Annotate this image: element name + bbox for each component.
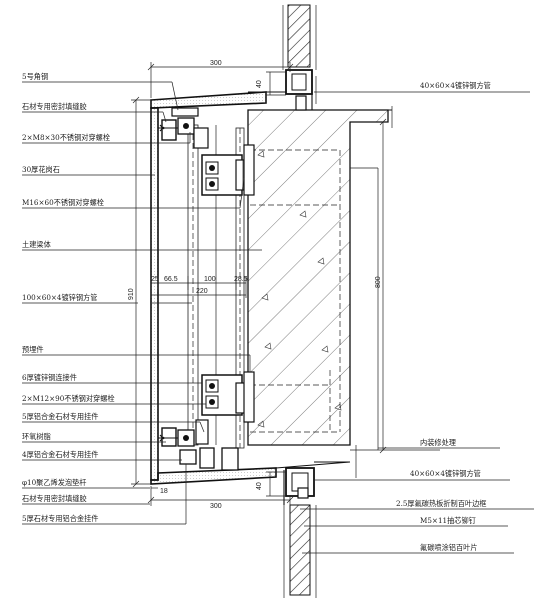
louvre-frames <box>275 69 351 505</box>
label-embedded-part: 预埋件 <box>22 345 44 354</box>
dim-beam-height: 800 <box>375 276 382 288</box>
dim-total-height: 910 <box>128 288 135 300</box>
building-wall <box>282 4 317 598</box>
dim-bottom-small: 40 <box>256 482 263 490</box>
label-hanger-5mm: 5厚铝合金石材专用挂件 <box>22 412 98 421</box>
brackets-and-bolts <box>158 107 255 471</box>
label-tube-40x60-bottom: 40×60×4镀锌钢方管 <box>410 469 481 478</box>
dim-bottom-gap: 18 <box>160 488 168 495</box>
dim-bottom-width: 300 <box>210 503 222 510</box>
label-m16-bolt: M16×60不锈钢对穿螺栓 <box>22 198 104 207</box>
concrete-beam <box>247 106 440 478</box>
label-interior-finish: 内装修处理 <box>420 438 456 447</box>
dim-top-width: 300 <box>210 60 222 67</box>
dimension-lines <box>131 62 387 506</box>
label-rivet: M5×11抽芯铆钉 <box>420 516 476 525</box>
label-tube-40x60-top: 40×60×4镀锌钢方管 <box>420 81 491 90</box>
dim-top-small: 40 <box>256 80 263 88</box>
label-m12-bolt: 2×M12×90不锈钢对穿螺栓 <box>22 394 115 403</box>
label-steel-connector: 6厚镀锌钢连接件 <box>22 373 77 382</box>
dim-seg-4: 28.5 <box>234 276 248 283</box>
label-granite: 30厚花岗石 <box>22 165 60 174</box>
dim-seg-total: 220 <box>196 288 208 295</box>
dimension-texts: 300 40 910 800 25 66.5 100 28.5 220 300 … <box>128 60 382 510</box>
label-epoxy: 环氧树脂 <box>22 432 51 441</box>
label-beam: 土建梁体 <box>22 240 51 249</box>
label-m8-bolt: 2×M8×30不锈钢对穿螺栓 <box>22 133 110 142</box>
label-hanger-4mm: 4厚铝合金石材专用挂件 <box>22 450 98 459</box>
label-foam-rod: φ10聚乙烯发泡垫杆 <box>22 478 87 487</box>
dim-seg-3: 100 <box>204 276 216 283</box>
label-sealant-top: 石材专用密封填缝胶 <box>22 102 87 111</box>
dim-seg-1: 25 <box>151 276 159 283</box>
label-louvre-blade: 氟碳喷涂铝百叶片 <box>420 543 478 552</box>
label-sealant-bottom: 石材专用密封填缝胶 <box>22 494 87 503</box>
left-callouts: 5号角钢 石材专用密封填缝胶 2×M8×30不锈钢对穿螺栓 30厚花岗石 M16… <box>22 72 262 525</box>
label-angle-steel: 5号角钢 <box>22 72 48 81</box>
right-callouts: 40×60×4镀锌钢方管 内装修处理 40×60×4镀锌钢方管 2.5厚氟碳热板… <box>300 81 534 554</box>
label-louvre-frame: 2.5厚氟碳热板折制百叶边框 <box>396 499 487 508</box>
label-tube-100x60: 100×60×4镀锌钢方管 <box>22 293 97 302</box>
dim-seg-2: 66.5 <box>164 276 178 283</box>
label-aluminum-hanger: 5厚石材专用铝合金挂件 <box>22 514 98 523</box>
